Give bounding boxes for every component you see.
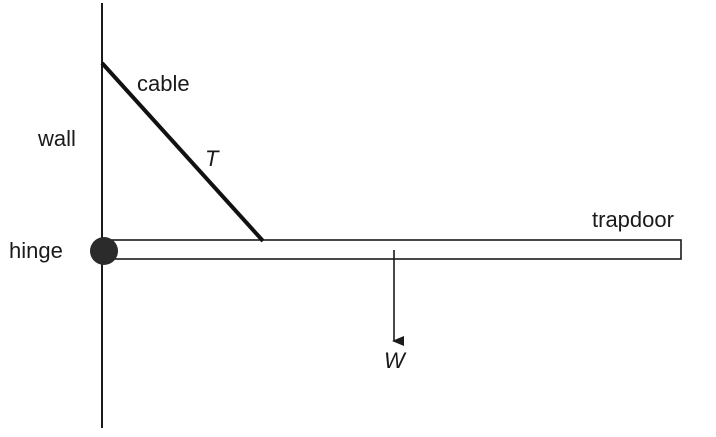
trapdoor-beam bbox=[102, 239, 682, 260]
weight-label: W bbox=[384, 348, 407, 373]
tension-label: T bbox=[205, 146, 220, 171]
hinge-icon bbox=[90, 237, 118, 265]
cable-label: cable bbox=[137, 71, 190, 96]
wall-label: wall bbox=[37, 126, 76, 151]
trapdoor-label: trapdoor bbox=[592, 207, 674, 232]
hinge-label: hinge bbox=[9, 238, 63, 263]
cable-line bbox=[100, 61, 265, 243]
